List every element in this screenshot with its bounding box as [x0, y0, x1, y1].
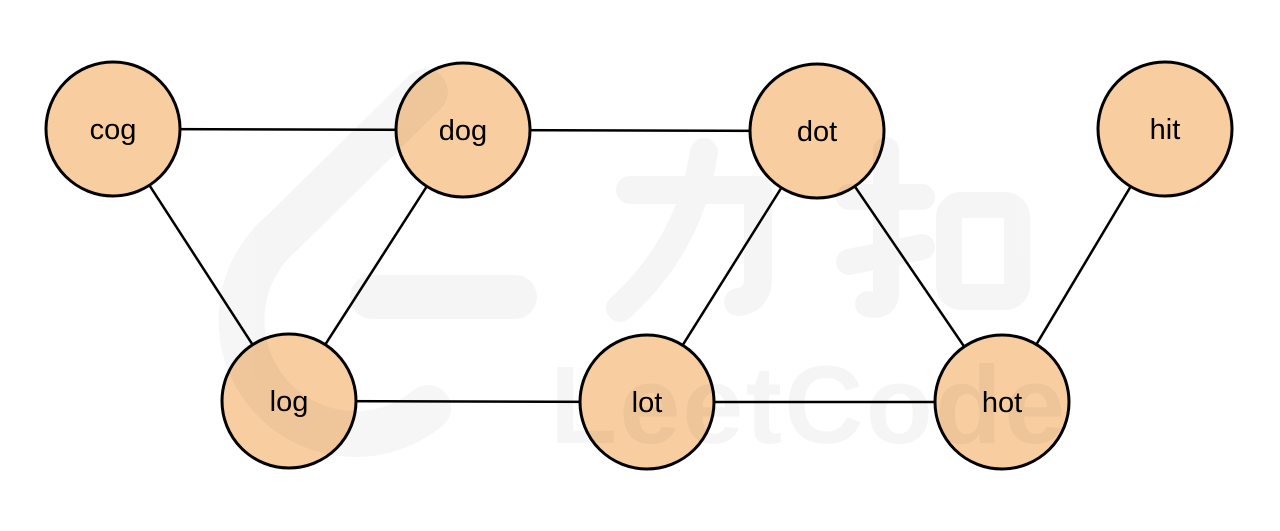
- node-layer: cog dog dot hit log lot hot: [44, 60, 1234, 471]
- node-hot: hot: [933, 333, 1071, 471]
- node-dog: dog: [394, 61, 532, 199]
- node-label-hot: hot: [982, 387, 1022, 419]
- node-label-cog: cog: [90, 114, 137, 146]
- node-circle-lot: [578, 333, 716, 471]
- node-circle-log: [220, 332, 358, 470]
- node-circle-dog: [394, 61, 532, 199]
- node-label-hit: hit: [1150, 114, 1181, 146]
- node-label-log: log: [270, 386, 309, 418]
- node-circle-hot: [933, 333, 1071, 471]
- node-label-lot: lot: [632, 387, 663, 419]
- node-lot: lot: [578, 333, 716, 471]
- node-cog: cog: [44, 60, 182, 198]
- node-log: log: [220, 332, 358, 470]
- node-circle-dot: [748, 62, 886, 200]
- node-label-dog: dog: [439, 115, 487, 147]
- node-dot: dot: [748, 62, 886, 200]
- node-circle-hit: [1096, 60, 1234, 198]
- node-circle-cog: [44, 60, 182, 198]
- node-label-dot: dot: [797, 116, 837, 148]
- node-hit: hit: [1096, 60, 1234, 198]
